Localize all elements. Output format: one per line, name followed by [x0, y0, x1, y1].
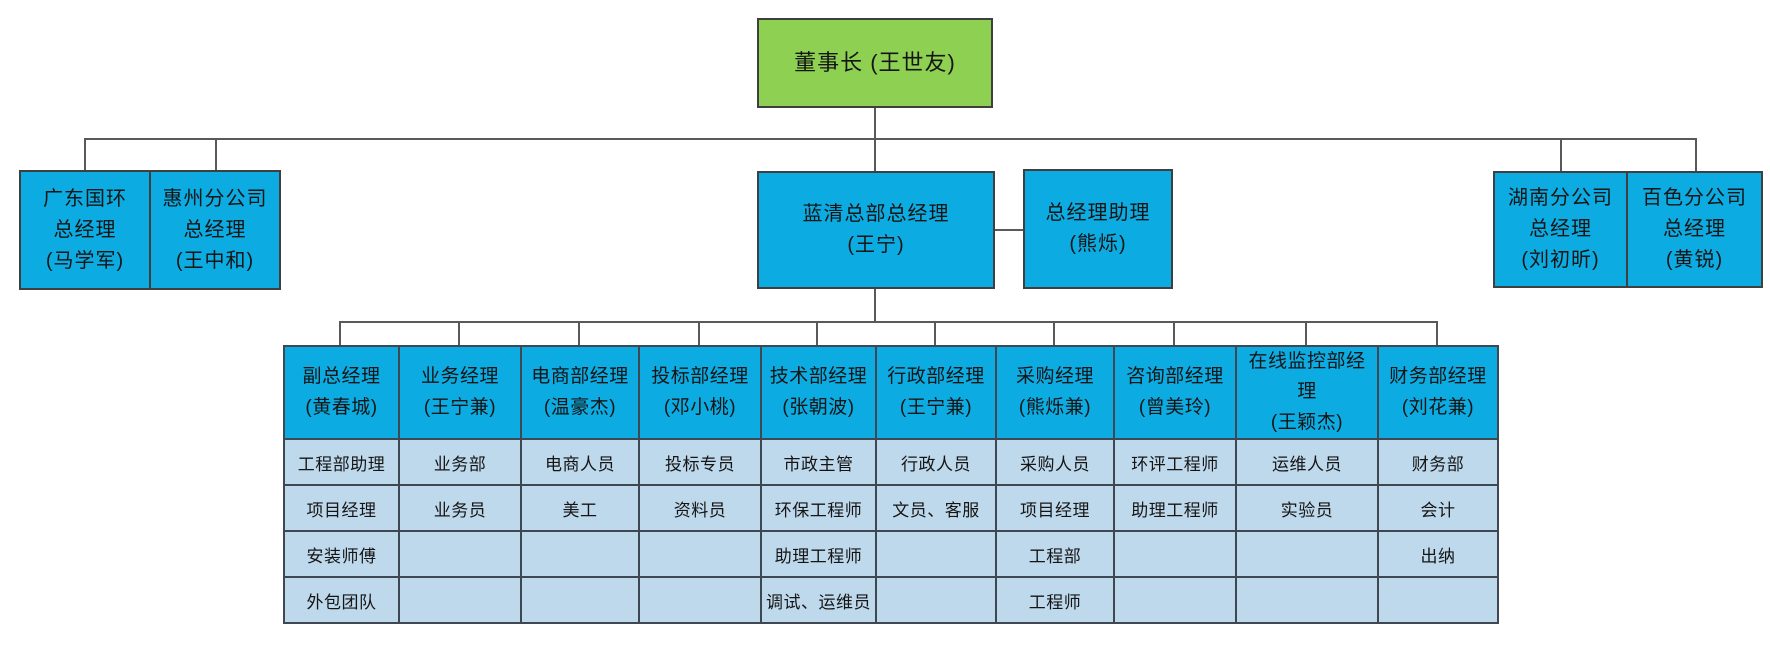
dept-header-bidding-manager: 投标部经理 (邓小桃)	[638, 344, 762, 441]
table-cell: 出纳	[1377, 530, 1499, 579]
connector-drop-col9	[1305, 321, 1307, 346]
table-cell: 电商人员	[520, 438, 640, 487]
table-cell: 项目经理	[995, 484, 1115, 533]
table-cell	[1113, 576, 1237, 625]
dept-header-ecommerce-manager: 电商部经理 (温豪杰)	[520, 344, 640, 441]
table-cell: 安装师傅	[283, 530, 400, 579]
table-cell	[1113, 530, 1237, 579]
table-cell: 运维人员	[1235, 438, 1379, 487]
connector-drop-gd	[84, 138, 86, 171]
connector-dept-rail	[339, 321, 1438, 323]
connector-drop-col3	[578, 321, 580, 346]
table-cell: 行政人员	[875, 438, 997, 487]
table-cell: 外包团队	[283, 576, 400, 625]
connector-drop-col1	[339, 321, 341, 346]
dept-header-business-manager: 业务经理 (王宁兼)	[398, 344, 522, 441]
table-cell: 会计	[1377, 484, 1499, 533]
table-cell: 项目经理	[283, 484, 400, 533]
table-cell	[1377, 576, 1499, 625]
connector-drop-col5	[816, 321, 818, 346]
table-cell: 助理工程师	[760, 530, 877, 579]
table-cell: 美工	[520, 484, 640, 533]
table-cell: 资料员	[638, 484, 762, 533]
connector-drop-col7	[1053, 321, 1055, 346]
org-box-baise-branch-gm: 百色分公司 总经理 (黄锐)	[1626, 171, 1763, 288]
table-cell: 投标专员	[638, 438, 762, 487]
connector-drop-hz	[215, 138, 217, 171]
table-cell: 环保工程师	[760, 484, 877, 533]
connector-drop-col4	[698, 321, 700, 346]
department-table: 副总经理 (黄春城) 业务经理 (王宁兼) 电商部经理 (温豪杰) 投标部经理 …	[283, 344, 1499, 625]
org-box-hunan-branch-gm: 湖南分公司 总经理 (刘初昕)	[1493, 171, 1628, 288]
dept-header-online-monitoring-manager: 在线监控部经理 (王颖杰)	[1235, 344, 1379, 441]
table-cell	[398, 530, 522, 579]
table-cell: 调试、运维员	[760, 576, 877, 625]
org-box-label: 总经理助理 (熊烁)	[1045, 202, 1151, 255]
connector-drop-bs	[1695, 138, 1697, 171]
org-box-label: 蓝清总部总经理 (王宁)	[802, 203, 950, 256]
table-cell	[1235, 530, 1379, 579]
table-header-row: 副总经理 (黄春城) 业务经理 (王宁兼) 电商部经理 (温豪杰) 投标部经理 …	[283, 344, 1499, 441]
table-cell: 工程部	[995, 530, 1115, 579]
connector-drop-col8	[1173, 321, 1175, 346]
table-cell: 工程部助理	[283, 438, 400, 487]
table-cell: 环评工程师	[1113, 438, 1237, 487]
connector-drop-hn	[1560, 138, 1562, 171]
table-row: 项目经理 业务员 美工 资料员 环保工程师 文员、客服 项目经理 助理工程师 实…	[283, 484, 1499, 533]
table-cell: 文员、客服	[875, 484, 997, 533]
org-box-gm-assistant: 总经理助理 (熊烁)	[1023, 169, 1173, 289]
connector-drop-col10	[1436, 321, 1438, 346]
org-box-label: 惠州分公司 总经理 (王中和)	[162, 187, 268, 272]
org-box-chairman-label: 董事长 (王世友)	[794, 49, 956, 75]
dept-header-technology-manager: 技术部经理 (张朝波)	[760, 344, 877, 441]
table-cell	[875, 530, 997, 579]
org-box-label: 广东国环 总经理 (马学军)	[43, 187, 127, 272]
table-cell: 财务部	[1377, 438, 1499, 487]
table-cell	[520, 576, 640, 625]
table-cell: 业务员	[398, 484, 522, 533]
dept-header-admin-manager: 行政部经理 (王宁兼)	[875, 344, 997, 441]
dept-header-finance-manager: 财务部经理 (刘花兼)	[1377, 344, 1499, 441]
dept-header-deputy-gm: 副总经理 (黄春城)	[283, 344, 400, 441]
connector-chairman-stem	[874, 106, 876, 139]
table-cell	[520, 530, 640, 579]
table-cell	[638, 576, 762, 625]
table-cell: 采购人员	[995, 438, 1115, 487]
org-box-lanqing-hq-gm: 蓝清总部总经理 (王宁)	[757, 171, 995, 289]
connector-level2-rail	[84, 138, 1697, 140]
table-cell: 实验员	[1235, 484, 1379, 533]
table-cell: 助理工程师	[1113, 484, 1237, 533]
table-cell: 市政主管	[760, 438, 877, 487]
org-box-guangdong-guohuan-gm: 广东国环 总经理 (马学军)	[19, 170, 151, 290]
org-box-label: 湖南分公司 总经理 (刘初昕)	[1508, 187, 1613, 271]
table-cell	[875, 576, 997, 625]
table-row: 安装师傅 助理工程师 工程部 出纳	[283, 530, 1499, 579]
connector-drop-lq	[874, 138, 876, 171]
dept-header-consulting-manager: 咨询部经理 (曾美玲)	[1113, 344, 1237, 441]
table-row: 工程部助理 业务部 电商人员 投标专员 市政主管 行政人员 采购人员 环评工程师…	[283, 438, 1499, 487]
dept-header-procurement-manager: 采购经理 (熊烁兼)	[995, 344, 1115, 441]
table-cell: 工程师	[995, 576, 1115, 625]
connector-assistant-link	[993, 229, 1025, 231]
table-cell	[398, 576, 522, 625]
connector-drop-col2	[458, 321, 460, 346]
connector-drop-col6	[934, 321, 936, 346]
table-cell: 业务部	[398, 438, 522, 487]
table-row: 外包团队 调试、运维员 工程师	[283, 576, 1499, 625]
table-cell	[638, 530, 762, 579]
org-box-chairman: 董事长 (王世友)	[757, 18, 993, 108]
table-cell	[1235, 576, 1379, 625]
connector-lq-stem	[874, 288, 876, 323]
org-box-huizhou-branch-gm: 惠州分公司 总经理 (王中和)	[149, 170, 281, 290]
org-box-label: 百色分公司 总经理 (黄锐)	[1642, 187, 1747, 271]
